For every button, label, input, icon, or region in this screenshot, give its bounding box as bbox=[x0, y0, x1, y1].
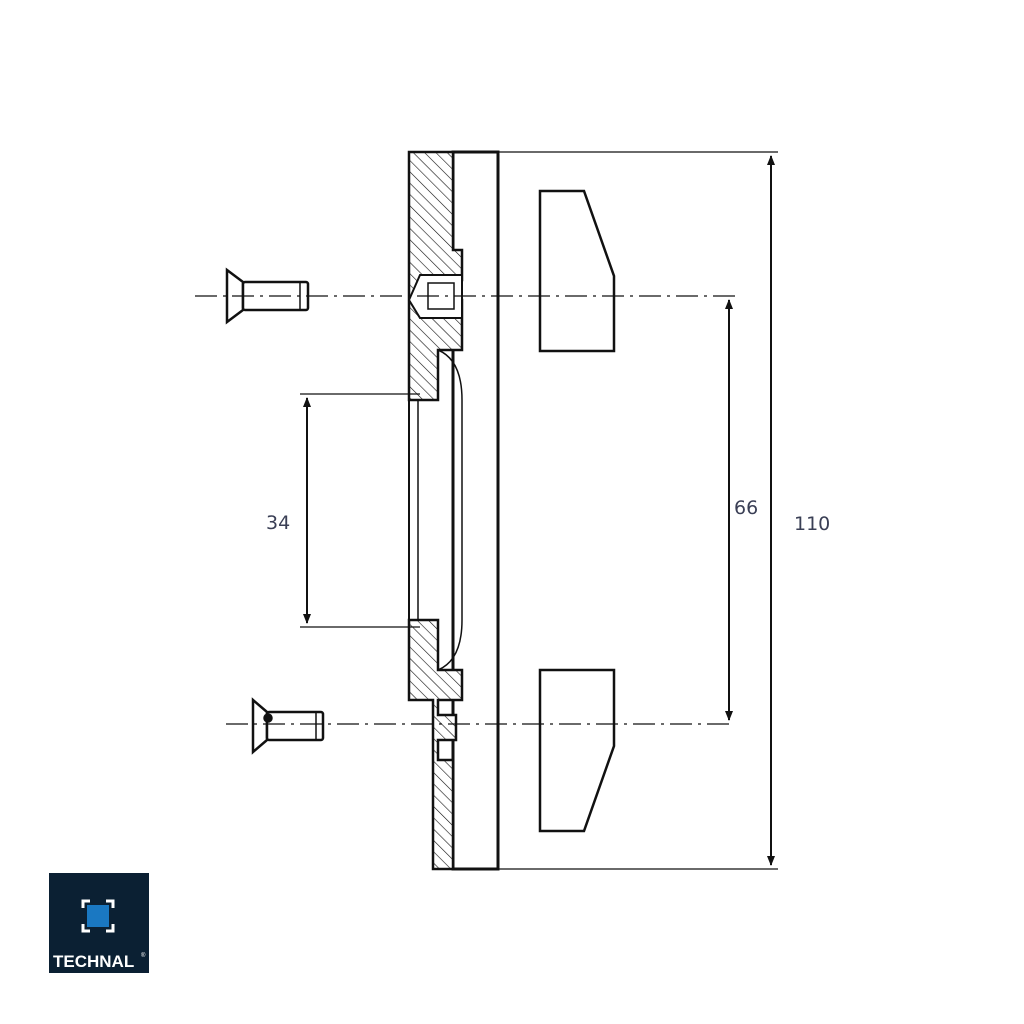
opening-curve-top bbox=[437, 349, 463, 671]
logo-icon bbox=[81, 899, 115, 933]
brackets bbox=[538, 189, 616, 833]
bracket-top bbox=[538, 189, 616, 353]
screw-top bbox=[225, 267, 310, 325]
dimension-lines bbox=[303, 155, 775, 866]
logo-wordmark: TECHNAL bbox=[53, 952, 134, 971]
dim-label-66: 66 bbox=[734, 497, 758, 519]
center-lines bbox=[195, 295, 735, 725]
logo-registered-mark: ® bbox=[141, 952, 146, 959]
dim-label-34: 34 bbox=[266, 512, 290, 534]
extension-lines bbox=[300, 151, 778, 870]
bracket-bottom bbox=[538, 668, 616, 833]
screw-bottom bbox=[251, 697, 325, 755]
dim-label-110: 110 bbox=[794, 513, 830, 535]
plate-profile bbox=[407, 150, 500, 871]
technal-logo: TECHNAL ® bbox=[49, 873, 149, 973]
section-bottom bbox=[407, 618, 464, 871]
